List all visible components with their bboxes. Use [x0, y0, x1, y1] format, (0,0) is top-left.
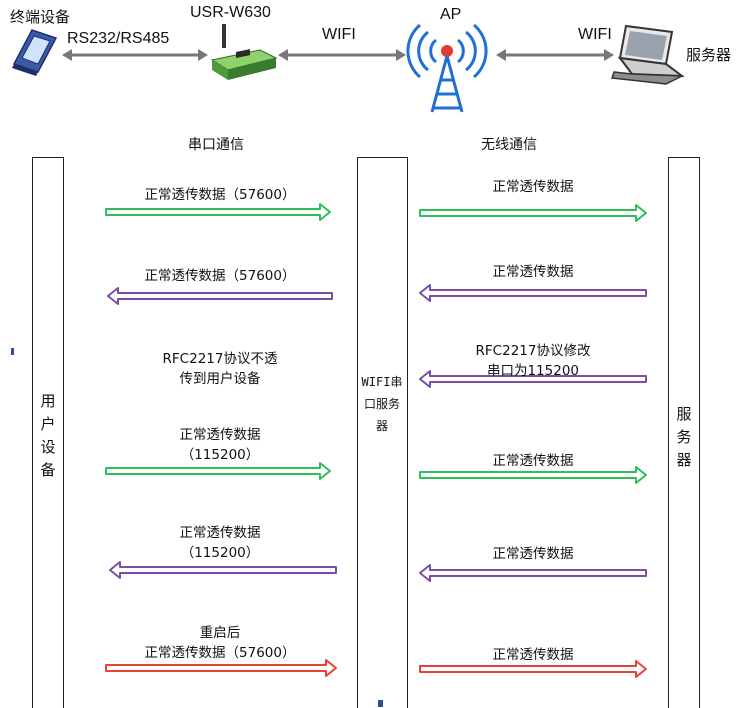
msg-r2: 正常透传数据 [492, 264, 574, 280]
wifi-serial-server-label: WIFI串口服务器 [361, 375, 403, 433]
handheld-terminal-icon [12, 29, 58, 76]
msg-l5: 正常透传数据（115200） [179, 525, 261, 561]
serial-section-title: 串口通信 [188, 137, 244, 153]
server-label: 服务器 [686, 46, 732, 64]
edge-mark [11, 348, 14, 355]
link2-double-arrow [278, 49, 406, 61]
msg-l6: 重启后正常透传数据（57600） [144, 625, 296, 661]
edge-mark [378, 700, 383, 707]
wireless-section-title: 无线通信 [481, 137, 537, 153]
arrow-r3 [419, 370, 647, 388]
link1-label: RS232/RS485 [67, 30, 170, 47]
msg-l3: RFC2217协议不透传到用户设备 [162, 351, 278, 387]
link1-double-arrow [62, 49, 208, 61]
msg-l1: 正常透传数据（57600） [144, 187, 296, 203]
ap-label: AP [440, 6, 462, 23]
msg-r4: 正常透传数据 [492, 453, 574, 469]
arrow-l5 [109, 561, 337, 579]
arrow-r1 [419, 204, 647, 222]
terminal-label: 终端设备 [10, 8, 71, 26]
link2-label: WIFI [322, 26, 356, 43]
lifeline-server [668, 157, 700, 708]
lifeline-wifi-serial-server [357, 157, 408, 708]
arrow-l6 [105, 659, 337, 677]
msg-l2: 正常透传数据（57600） [144, 268, 296, 284]
msg-r3: RFC2217协议修改串口为115200 [475, 343, 591, 379]
usr-w630-device-icon [210, 24, 278, 80]
arrow-r6 [419, 660, 647, 678]
link3-double-arrow [496, 49, 614, 61]
msg-r6: 正常透传数据 [492, 647, 574, 663]
user-device-label: 用户设备 [40, 392, 56, 479]
arrow-l1 [105, 203, 331, 221]
ap-tower-icon [406, 23, 488, 113]
arrow-l4 [105, 462, 331, 480]
msg-l4: 正常透传数据（115200） [179, 427, 261, 463]
lifeline-user-device [32, 157, 64, 708]
link3-label: WIFI [578, 26, 612, 43]
arrow-r5 [419, 564, 647, 582]
arrow-r4 [419, 466, 647, 484]
arrow-l2 [107, 287, 333, 305]
laptop-icon [610, 24, 684, 85]
server-lifeline-label: 服务器 [676, 405, 692, 469]
msg-r1: 正常透传数据 [492, 179, 574, 195]
top-diagram: 终端设备 RS232/RS485 USR-W630 WIFI AP [0, 0, 741, 115]
arrow-r2 [419, 284, 647, 302]
device-label: USR-W630 [190, 4, 271, 21]
msg-r5: 正常透传数据 [492, 546, 574, 562]
